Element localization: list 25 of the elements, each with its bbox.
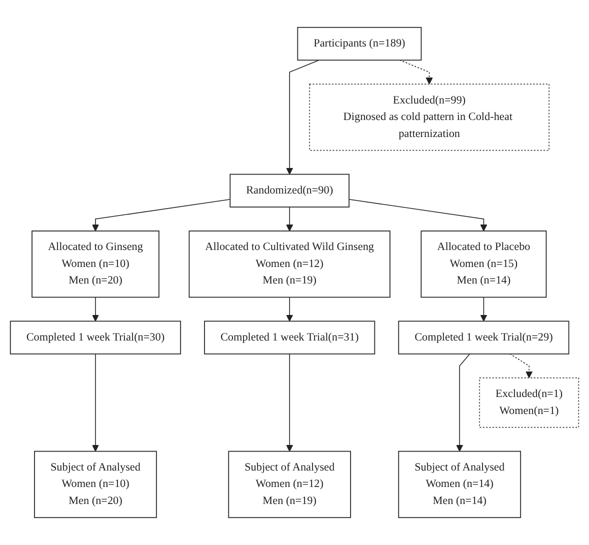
arrow	[510, 354, 533, 378]
node-box: Participants (n=189)	[297, 26, 422, 61]
arrow	[92, 296, 99, 322]
node-box: Randomized(n=90)	[230, 174, 350, 208]
arrow	[286, 354, 294, 452]
node-box: Completed 1 week Trial(n=29)	[398, 320, 570, 354]
node-box: Subject of Analysed Women (n=10) Men (n=20)	[34, 450, 157, 518]
arrow	[286, 60, 320, 175]
node-box: Completed 1 week Trial(n=31)	[204, 320, 376, 354]
arrow	[480, 296, 488, 322]
arrow	[92, 198, 231, 232]
node-box: Allocated to Cultivated Wild Ginseng Women (n=12) Men (n=19)	[188, 230, 390, 298]
arrow	[92, 354, 99, 452]
arrow	[348, 198, 488, 232]
arrow	[286, 296, 294, 322]
node-box: Excluded(n=99) Dignosed as cold pattern in Cold-heat patternization	[309, 84, 550, 151]
node-box: Subject of Analysed Women (n=12) Men (n=19)	[228, 450, 352, 518]
node-box: Subject of Analysed Women (n=14) Men (n=14)	[398, 450, 522, 518]
arrow	[399, 60, 433, 84]
arrow	[456, 354, 470, 452]
node-box: Allocated to Ginseng Women (n=10) Men (n=20)	[32, 230, 160, 298]
node-box: Allocated to Placebo Women (n=15) Men (n=14)	[420, 230, 547, 298]
arrow	[286, 206, 294, 232]
node-box: Excluded(n=1) Women(n=1)	[479, 377, 580, 428]
node-box: Completed 1 week Trial(n=30)	[10, 320, 182, 354]
